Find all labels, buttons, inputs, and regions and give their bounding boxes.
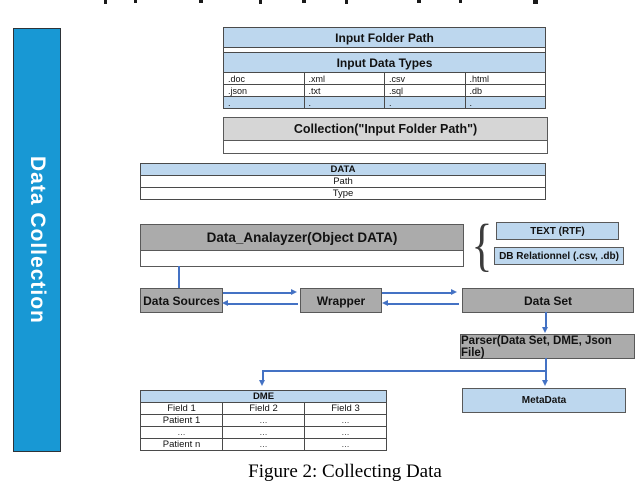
connector-analyzer-datasources bbox=[178, 266, 180, 288]
dme-col-header: Field 2 bbox=[222, 402, 305, 415]
table-row: ... ... ... bbox=[140, 426, 387, 439]
arrowhead-right-icon bbox=[451, 289, 457, 295]
arrowhead-left-icon bbox=[222, 300, 228, 306]
ext-cell: .sql bbox=[384, 84, 466, 97]
data-analyzer-body bbox=[141, 251, 463, 266]
dme-cell: ... bbox=[140, 426, 223, 439]
connector-to-dme bbox=[262, 371, 264, 381]
curly-brace: { bbox=[471, 212, 493, 277]
ext-cell: .xml bbox=[303, 72, 385, 85]
input-types-table: Input Folder Path Input Data Types .doc … bbox=[223, 27, 546, 109]
ext-cell: .db bbox=[464, 84, 546, 97]
table-row: Patient 1 ... ... bbox=[140, 414, 387, 427]
dme-cell: ... bbox=[222, 438, 305, 451]
collection-box-label: Collection("Input Folder Path") bbox=[224, 118, 547, 141]
ext-cell: .txt bbox=[303, 84, 385, 97]
ext-cell: . bbox=[464, 96, 546, 109]
db-relational-box: DB Relationnel (.csv, .db) bbox=[494, 247, 624, 265]
table-row: Patient n ... ... bbox=[140, 438, 387, 451]
data-sources-box: Data Sources bbox=[140, 288, 223, 313]
connector-parser-split bbox=[545, 358, 547, 371]
banner-label: Data Collection bbox=[26, 156, 49, 324]
data-object-table: DATA Path Type bbox=[140, 163, 546, 200]
wrapper-box: Wrapper bbox=[300, 288, 382, 313]
table-row: Field 1 Field 2 Field 3 bbox=[140, 402, 387, 415]
table-row: .json .txt .sql .db bbox=[223, 84, 546, 97]
dme-cell: ... bbox=[222, 426, 305, 439]
ext-cell: . bbox=[384, 96, 466, 109]
arrowhead-right-icon bbox=[291, 289, 297, 295]
collection-box: Collection("Input Folder Path") bbox=[223, 117, 548, 154]
data-set-box: Data Set bbox=[462, 288, 634, 313]
arrow-wrapper-to-datasources bbox=[228, 303, 298, 305]
dme-col-header: Field 3 bbox=[304, 402, 387, 415]
arrowhead-down-icon bbox=[542, 380, 548, 386]
ext-cell: .csv bbox=[384, 72, 466, 85]
input-folder-path-header: Input Folder Path bbox=[223, 27, 546, 48]
figure-caption: Figure 2: Collecting Data bbox=[248, 461, 442, 482]
dme-cell: ... bbox=[304, 438, 387, 451]
data-table-row-path: Path bbox=[140, 175, 546, 188]
table-row: .doc .xml .csv .html bbox=[223, 72, 546, 85]
ext-cell: .html bbox=[464, 72, 546, 85]
dme-cell: ... bbox=[304, 426, 387, 439]
arrowhead-down-icon bbox=[259, 380, 265, 386]
data-collection-banner: Data Collection bbox=[13, 28, 61, 452]
data-table-header: DATA bbox=[140, 163, 546, 176]
dme-cell: Patient 1 bbox=[140, 414, 223, 427]
data-analyzer-box: Data_Analayzer(Object DATA) bbox=[140, 224, 464, 267]
dme-table: DME Field 1 Field 2 Field 3 Patient 1 ..… bbox=[140, 390, 387, 451]
ext-cell: .doc bbox=[223, 72, 305, 85]
parser-box: Parser(Data Set, DME, Json File) bbox=[460, 334, 635, 359]
ext-cell: . bbox=[303, 96, 385, 109]
connector-split-horizontal bbox=[262, 370, 547, 372]
ext-cell: . bbox=[223, 96, 305, 109]
connector-dataset-parser bbox=[545, 312, 547, 328]
data-analyzer-label: Data_Analayzer(Object DATA) bbox=[141, 225, 463, 251]
arrowhead-down-icon bbox=[542, 327, 548, 333]
arrow-dataset-to-wrapper bbox=[388, 303, 459, 305]
arrowhead-left-icon bbox=[382, 300, 388, 306]
text-rtf-box: TEXT (RTF) bbox=[496, 222, 619, 240]
data-table-row-type: Type bbox=[140, 187, 546, 200]
collection-box-body bbox=[224, 141, 547, 153]
ext-cell: .json bbox=[223, 84, 305, 97]
metadata-box: MetaData bbox=[462, 388, 626, 413]
table-row: . . . . bbox=[223, 96, 546, 109]
input-data-types-header: Input Data Types bbox=[223, 52, 546, 73]
dme-cell: Patient n bbox=[140, 438, 223, 451]
connector-to-metadata bbox=[545, 371, 547, 381]
arrow-datasources-to-wrapper bbox=[223, 292, 292, 294]
dme-cell: ... bbox=[304, 414, 387, 427]
dme-col-header: Field 1 bbox=[140, 402, 223, 415]
dme-cell: ... bbox=[222, 414, 305, 427]
arrow-wrapper-to-dataset bbox=[382, 292, 452, 294]
dme-table-header: DME bbox=[140, 390, 387, 403]
